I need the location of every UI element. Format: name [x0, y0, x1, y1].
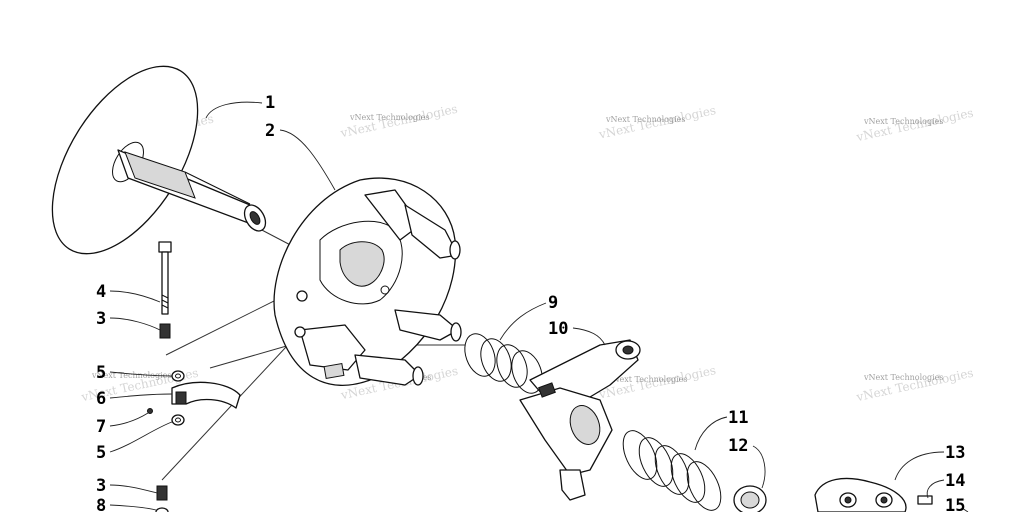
ring-part-12 [733, 485, 767, 512]
cover-part-13 [814, 477, 907, 512]
callout-2: 2 [265, 121, 275, 141]
watermark-3: vNext Technologies [605, 115, 685, 124]
fixed-sheave-part-1 [51, 65, 267, 255]
watermark-4: vNext Technologies [863, 117, 943, 126]
callout-3-upper: 3 [96, 309, 106, 329]
watermarks: vNext Technologies vNext Technologies vN… [79, 102, 974, 405]
watermark-8: vNext Technologies [863, 373, 943, 382]
callout-12: 12 [728, 436, 748, 456]
callout-8: 8 [96, 496, 106, 512]
callout-7: 7 [96, 417, 106, 437]
bushing-part-3-lower [156, 485, 168, 501]
callout-labels: 1 2 4 3 5 6 7 5 3 8 9 10 11 12 13 14 15 [96, 93, 965, 512]
callout-3-lower: 3 [96, 476, 106, 496]
washer-part-5 [171, 370, 185, 426]
callout-9: 9 [548, 293, 558, 313]
callout-14: 14 [945, 471, 965, 491]
movable-sheave-part-2 [273, 177, 462, 386]
watermark-bg-8: vNext Technologies [854, 366, 974, 405]
bushing-part-3-upper [159, 323, 171, 339]
callout-6: 6 [96, 389, 106, 409]
callout-10: 10 [548, 319, 568, 339]
spider-part-10 [519, 339, 641, 501]
cam-arm-part-6 [171, 381, 241, 409]
leader-lines [109, 101, 969, 512]
bolt-part-4 [158, 241, 172, 315]
hardware-part-14-15 [917, 495, 933, 505]
pin-part-7 [147, 408, 153, 414]
spring-part-9 [464, 333, 543, 394]
callout-4: 4 [96, 282, 106, 302]
spring-part-11 [622, 430, 722, 511]
callout-1: 1 [265, 93, 275, 113]
washer-part-8 [155, 507, 169, 512]
watermark-5: vNext Technologies [91, 371, 171, 380]
watermark-7: vNext Technologies [607, 375, 687, 384]
callout-13: 13 [945, 443, 965, 463]
callout-11: 11 [728, 408, 748, 428]
callout-5-lower: 5 [96, 443, 106, 463]
callout-15: 15 [945, 496, 965, 512]
watermark-2: vNext Technologies [349, 113, 429, 122]
callout-5-upper: 5 [96, 363, 106, 383]
